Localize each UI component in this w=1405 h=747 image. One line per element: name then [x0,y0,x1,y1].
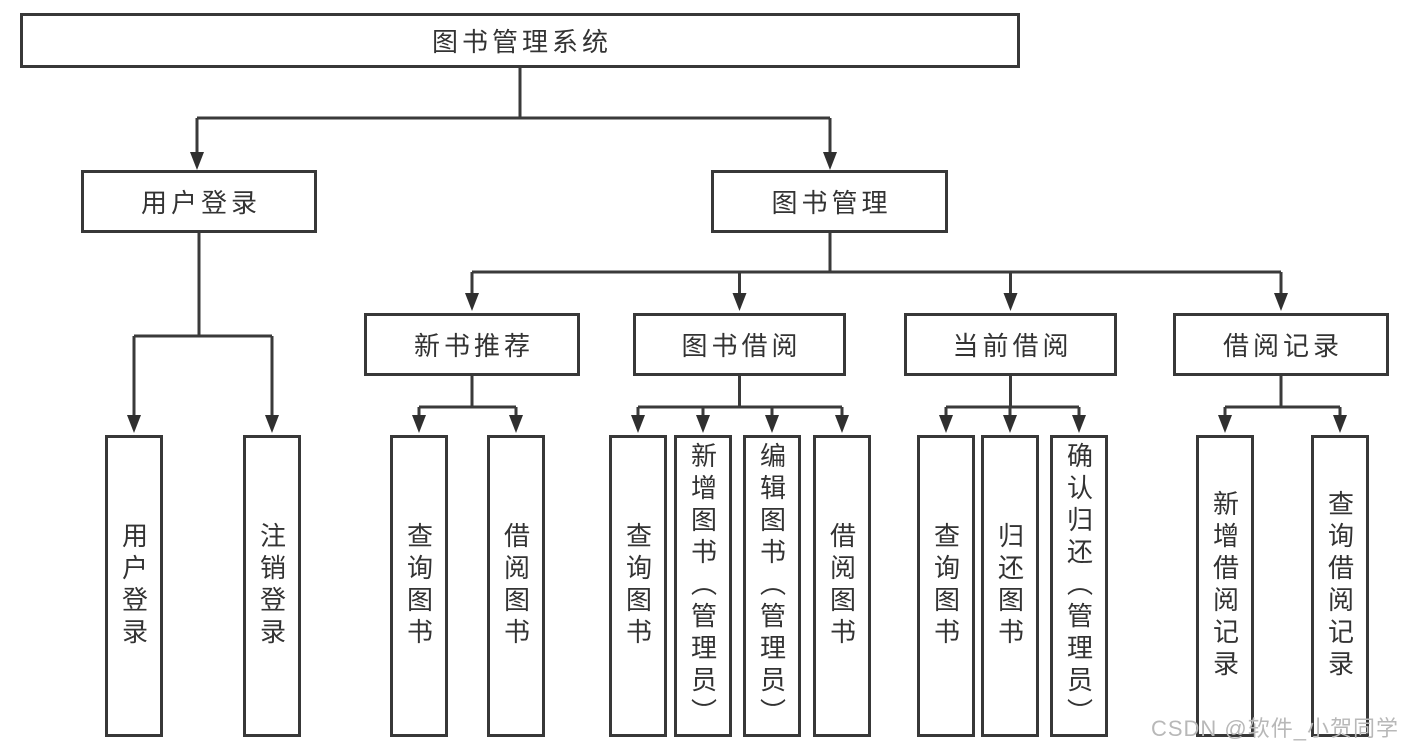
leaf-bb-add-books-admin: 新增图书（管理员） [674,435,732,737]
node-book-borrowing: 图书借阅 [633,313,846,376]
node-current-borrowing: 当前借阅 [904,313,1117,376]
leaf-bb-borrow-books: 借阅图书 [813,435,871,737]
leaf-cb-query-books: 查询图书 [917,435,975,737]
node-borrowing-records: 借阅记录 [1173,313,1389,376]
node-user-login: 用户登录 [81,170,317,233]
node-book-management: 图书管理 [711,170,948,233]
leaf-cb-return-books: 归还图书 [981,435,1039,737]
leaf-cb-confirm-return-admin: 确认归还（管理员） [1050,435,1108,737]
leaf-user-login: 用户登录 [105,435,163,737]
node-new-book-recommendation: 新书推荐 [364,313,580,376]
leaf-bb-query-books: 查询图书 [609,435,667,737]
leaf-br-add-record: 新增借阅记录 [1196,435,1254,737]
leaf-nbr-borrow-books: 借阅图书 [487,435,545,737]
leaf-bb-edit-books-admin: 编辑图书（管理员） [743,435,801,737]
leaf-logout-login: 注销登录 [243,435,301,737]
leaf-br-query-record: 查询借阅记录 [1311,435,1369,737]
csdn-watermark: CSDN @软件_小贺同学 [1150,716,1399,741]
leaf-nbr-query-books: 查询图书 [390,435,448,737]
node-root: 图书管理系统 [20,13,1020,68]
